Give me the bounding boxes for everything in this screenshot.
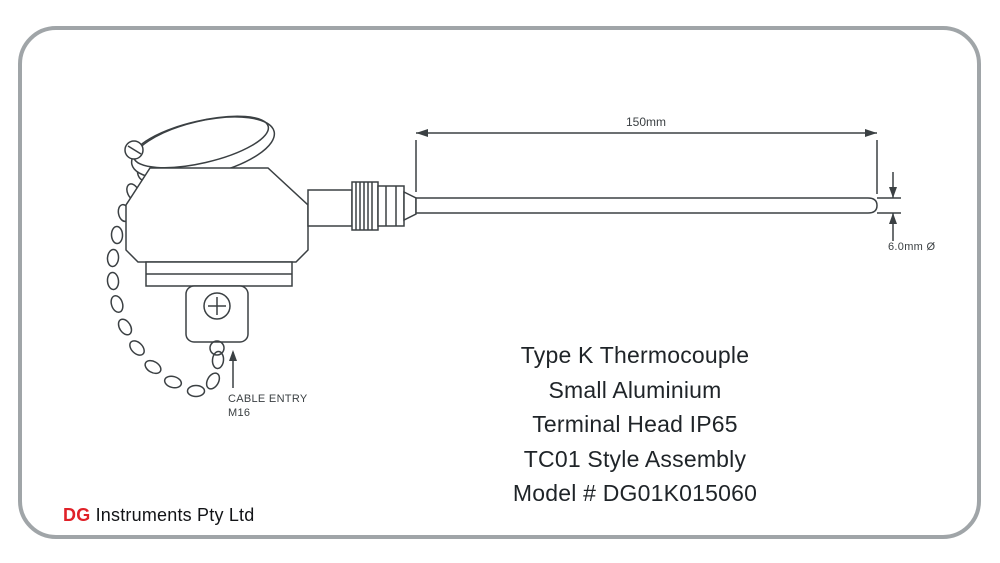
cable-entry-label-line1: CABLE ENTRY bbox=[228, 393, 308, 405]
length-dimension-label: 150mm bbox=[626, 115, 666, 129]
cable-entry-callout: CABLE ENTRY M16 bbox=[228, 350, 308, 419]
terminal-head-cap bbox=[124, 115, 276, 180]
chain-anchor-loop bbox=[209, 340, 225, 356]
length-dimension: 150mm bbox=[415, 115, 878, 194]
spec-line-head: Terminal Head IP65 bbox=[532, 411, 738, 437]
spec-line-material: Small Aluminium bbox=[548, 376, 722, 403]
probe-sheath bbox=[415, 197, 878, 214]
bracket-screw bbox=[203, 292, 231, 320]
diameter-dimension: 6.0mm Ø bbox=[877, 172, 935, 253]
spec-line-model: Model # DG01K015060 bbox=[512, 480, 758, 506]
hex-nut bbox=[377, 185, 405, 227]
brand-initials: DG bbox=[63, 505, 91, 525]
company-name: DG Instruments Pty Ltd bbox=[63, 505, 254, 526]
process-connection bbox=[307, 181, 417, 231]
diameter-dimension-label: 6.0mm Ø bbox=[888, 241, 935, 253]
company-name-text: Instruments Pty Ltd bbox=[90, 505, 255, 525]
cable-entry-label-line2: M16 bbox=[228, 407, 250, 419]
spec-line-style: TC01 Style Assembly bbox=[523, 445, 747, 472]
spec-line-type: Type K Thermocouple bbox=[520, 342, 750, 368]
product-spec-block: Type K Thermocouple Small Aluminium Term… bbox=[455, 338, 815, 511]
cable-entry-bracket bbox=[185, 285, 249, 356]
terminal-head-body bbox=[125, 167, 309, 287]
